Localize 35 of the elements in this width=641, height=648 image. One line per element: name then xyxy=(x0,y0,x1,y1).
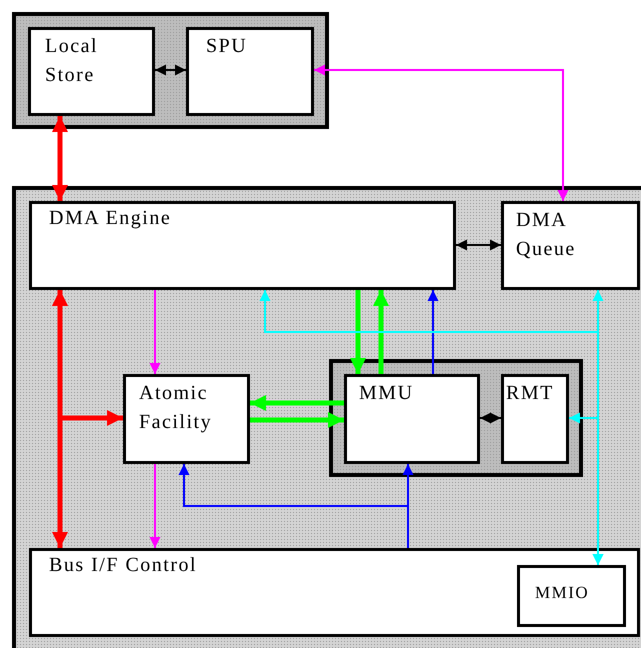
arrow xyxy=(480,412,501,424)
arrow xyxy=(456,240,501,250)
block-label: MMU xyxy=(359,381,415,406)
container-box xyxy=(329,359,583,477)
block-box xyxy=(29,548,640,637)
arrow xyxy=(150,464,160,548)
block-box xyxy=(123,374,250,464)
block-label: DMA Engine xyxy=(49,206,172,231)
block-box xyxy=(501,201,640,290)
block-label: DMA Queue xyxy=(516,208,577,262)
arrow xyxy=(178,464,409,548)
block-label: SPU xyxy=(206,34,248,59)
block-box xyxy=(28,27,155,116)
block-label: Bus I/F Control xyxy=(49,553,198,578)
block-box xyxy=(186,27,314,116)
block-box xyxy=(501,374,569,464)
arrow xyxy=(150,290,160,374)
block-label: RMT xyxy=(506,381,555,406)
arrow xyxy=(250,395,344,411)
block-box xyxy=(29,201,456,290)
container-box xyxy=(12,186,641,648)
arrow xyxy=(314,64,568,201)
arrow xyxy=(428,290,438,374)
container-box xyxy=(12,12,329,129)
arrow xyxy=(155,64,186,76)
arrow xyxy=(569,412,604,565)
block-label: Atomic Facility xyxy=(139,381,214,435)
block-label: MMIO xyxy=(535,582,590,604)
arrow xyxy=(52,116,68,201)
arrow xyxy=(350,290,366,374)
block-box xyxy=(344,374,480,464)
arrow xyxy=(250,412,344,428)
arrow xyxy=(373,290,389,374)
block-label: Local Store xyxy=(45,34,100,88)
block-box xyxy=(517,565,626,627)
